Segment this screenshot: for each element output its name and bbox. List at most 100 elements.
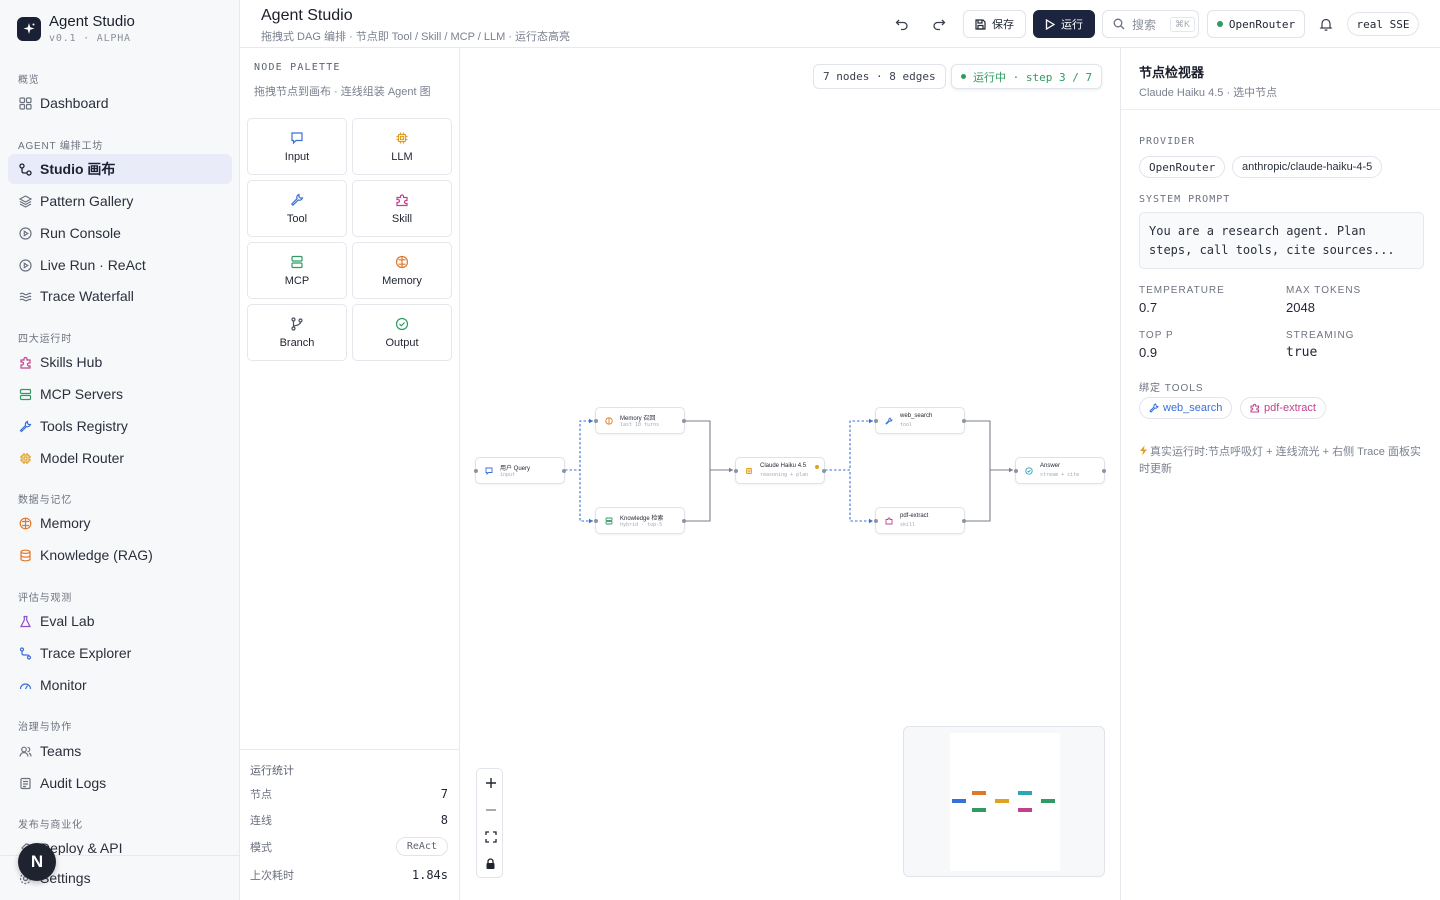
- temperature-value[interactable]: 0.7: [1139, 300, 1158, 315]
- sidebar-item-pattern-gallery[interactable]: Pattern Gallery: [8, 186, 232, 216]
- sidebar-item-model-router[interactable]: Model Router: [8, 443, 232, 473]
- sidebar-item-label: Teams: [40, 743, 82, 759]
- output-port[interactable]: [962, 519, 966, 523]
- users-icon: [18, 744, 32, 758]
- palette-node-output[interactable]: Output: [352, 304, 452, 361]
- input-port[interactable]: [874, 519, 878, 523]
- palette-node-label: Tool: [286, 212, 308, 225]
- graph-node-answer[interactable]: Answer stream + cite: [1014, 457, 1106, 484]
- wrench-icon: [290, 193, 304, 207]
- palette-node-memory[interactable]: Memory: [352, 242, 452, 299]
- run-button[interactable]: 运行: [1033, 10, 1095, 38]
- gauge-icon: [18, 678, 32, 692]
- stat-row-duration: 上次耗时 1.84s: [250, 867, 448, 883]
- palette-node-branch[interactable]: Branch: [247, 304, 347, 361]
- save-button[interactable]: 保存: [963, 10, 1026, 38]
- input-port[interactable]: [1014, 469, 1018, 473]
- stat-row-edges: 连线 8: [250, 812, 448, 828]
- palette-node-tool[interactable]: Tool: [247, 180, 347, 237]
- model-pill[interactable]: anthropic/claude-haiku-4-5: [1232, 156, 1383, 178]
- tool-pill-pdf-extract[interactable]: pdf-extract: [1240, 397, 1326, 419]
- sidebar-item-audit-logs[interactable]: Audit Logs: [8, 768, 232, 798]
- sidebar-item-teams[interactable]: Teams: [8, 736, 232, 766]
- provider-selector[interactable]: OpenRouter: [1207, 10, 1305, 38]
- sidebar-item-label: Eval Lab: [40, 613, 95, 629]
- tool-pill-web-search[interactable]: web_search: [1139, 397, 1233, 419]
- graph-node-pdf-extract[interactable]: pdf-extract skill: [874, 507, 966, 534]
- graph-node-llm[interactable]: Claude Haiku 4.5 reasoning + plan: [734, 457, 826, 484]
- minimap[interactable]: [903, 726, 1105, 877]
- palette-node-label: Output: [385, 336, 419, 349]
- search-input[interactable]: 搜索 ⌘K: [1102, 10, 1199, 38]
- param-label: STREAMING: [1286, 330, 1355, 341]
- sidebar-item-dashboard[interactable]: Dashboard: [8, 88, 232, 118]
- grid-icon: [18, 96, 32, 110]
- output-port[interactable]: [1102, 469, 1106, 473]
- graph-node-memory[interactable]: Memory 召回 last 10 turns: [594, 407, 686, 434]
- stat-label: 模式: [250, 841, 272, 854]
- sidebar-item-knowledge[interactable]: Knowledge (RAG): [8, 540, 232, 570]
- sidebar-item-monitor[interactable]: Monitor: [8, 670, 232, 700]
- nav-group-title: 概览: [18, 75, 40, 86]
- redo-icon[interactable]: [929, 14, 949, 34]
- palette-node-input[interactable]: Input: [247, 118, 347, 175]
- streaming-value[interactable]: true: [1286, 345, 1318, 360]
- plus-icon: [485, 777, 496, 788]
- check-circle-icon: [1025, 467, 1033, 475]
- output-port[interactable]: [962, 419, 966, 423]
- graph-node-query[interactable]: 用户 Query input: [474, 457, 566, 484]
- bell-icon[interactable]: [1316, 14, 1336, 34]
- brand[interactable]: Agent Studio v0.1 · ALPHA: [17, 14, 135, 44]
- sidebar-item-mcp-servers[interactable]: MCP Servers: [8, 379, 232, 409]
- zoom-in-button[interactable]: [477, 769, 504, 796]
- zoom-controls: [476, 768, 503, 878]
- sidebar-item-studio[interactable]: Studio 画布: [8, 154, 232, 184]
- input-port[interactable]: [594, 519, 598, 523]
- mode-badge[interactable]: real SSE: [1347, 12, 1419, 36]
- input-port[interactable]: [594, 419, 598, 423]
- sidebar-item-label: Trace Waterfall: [40, 288, 134, 304]
- avatar[interactable]: N: [18, 843, 56, 881]
- output-port[interactable]: [562, 469, 566, 473]
- stat-value: 7: [440, 787, 448, 801]
- sidebar-item-label: Run Console: [40, 225, 121, 241]
- sidebar-item-memory[interactable]: Memory: [8, 508, 232, 538]
- output-port[interactable]: [682, 419, 686, 423]
- save-icon: [975, 18, 986, 30]
- sidebar-item-trace-explorer[interactable]: Trace Explorer: [8, 638, 232, 668]
- output-port[interactable]: [822, 469, 826, 473]
- provider-pill[interactable]: OpenRouter: [1139, 156, 1226, 178]
- zoom-out-button[interactable]: [477, 796, 504, 823]
- fit-view-button[interactable]: [477, 823, 504, 850]
- node-subtitle: skill: [900, 522, 916, 528]
- lock-button[interactable]: [477, 850, 504, 877]
- input-port[interactable]: [474, 469, 478, 473]
- palette-node-mcp[interactable]: MCP: [247, 242, 347, 299]
- brand-logo-icon: [17, 17, 41, 41]
- system-prompt-field[interactable]: You are a research agent. Plan steps, ca…: [1139, 212, 1424, 269]
- top-p-value[interactable]: 0.9: [1139, 345, 1158, 360]
- palette-subtitle: 拖拽节点到画布 · 连线组装 Agent 图: [254, 86, 431, 98]
- minimap-node-llm: [995, 799, 1009, 803]
- output-port[interactable]: [682, 519, 686, 523]
- sidebar-item-eval-lab[interactable]: Eval Lab: [8, 606, 232, 636]
- sidebar-item-label: Studio 画布: [40, 161, 116, 177]
- graph-node-websearch[interactable]: web_search tool: [874, 407, 966, 434]
- sidebar-item-trace-waterfall[interactable]: Trace Waterfall: [8, 281, 232, 311]
- palette-node-skill[interactable]: Skill: [352, 180, 452, 237]
- inspector-note: 真实运行时:节点呼吸灯 + 连线流光 + 右侧 Trace 面板实时更新: [1139, 444, 1429, 478]
- stat-value: 8: [440, 813, 448, 827]
- provider-label: OpenRouter: [1228, 17, 1296, 31]
- edge-knowledge-llm: [685, 469, 733, 522]
- sidebar-item-skills-hub[interactable]: Skills Hub: [8, 347, 232, 377]
- sidebar-item-live-run[interactable]: Live Run · ReAct: [8, 250, 232, 280]
- sidebar-item-tools-registry[interactable]: Tools Registry: [8, 411, 232, 441]
- max-tokens-value[interactable]: 2048: [1286, 300, 1315, 315]
- dag-canvas[interactable]: 7 nodes · 8 edges 运行中 · step 3 / 7: [460, 48, 1120, 900]
- input-port[interactable]: [874, 419, 878, 423]
- undo-icon[interactable]: [892, 14, 912, 34]
- palette-node-llm[interactable]: LLM: [352, 118, 452, 175]
- graph-node-knowledge[interactable]: Knowledge 检索 hybrid · top-5: [594, 507, 686, 534]
- sidebar-item-run-console[interactable]: Run Console: [8, 218, 232, 248]
- input-port[interactable]: [734, 469, 738, 473]
